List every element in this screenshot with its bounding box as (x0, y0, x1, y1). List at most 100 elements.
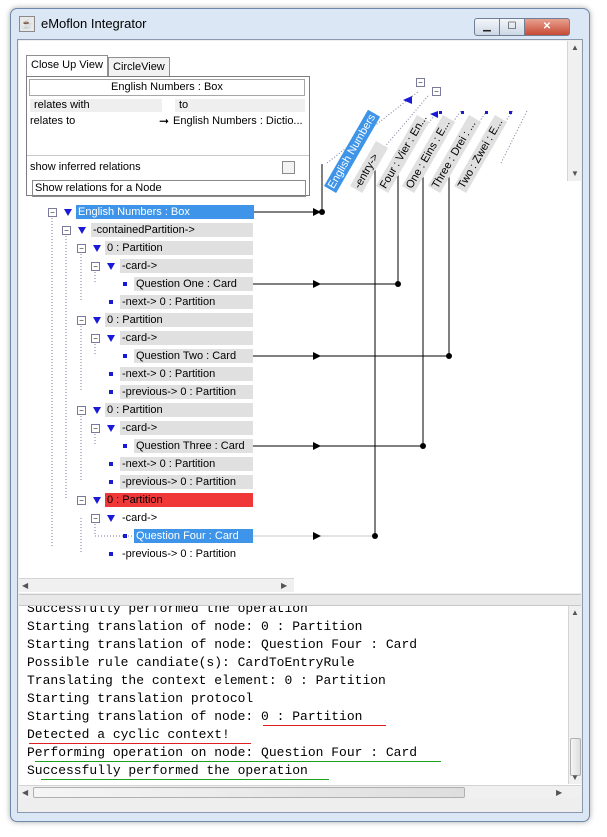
tree-node-reference[interactable]: -card-> (120, 331, 253, 345)
tree-node-reference[interactable]: -card-> (120, 259, 253, 273)
console-line: Possible rule candiate(s): CardToEntryRu… (27, 655, 355, 670)
tree-node-card[interactable]: Question Three : Card (134, 439, 253, 453)
column-relates-with[interactable]: relates with (30, 99, 162, 112)
tree-node-box[interactable]: English Numbers : Box (76, 205, 254, 219)
leaf-bullet-icon (109, 552, 113, 556)
console-horizontal-scrollbar[interactable]: ◀ ▶ (19, 785, 581, 798)
console-line: Successfully performed the operation (27, 763, 308, 778)
console-line: Starting translation protocol (27, 691, 254, 706)
tab-circle-view[interactable]: CircleView (108, 57, 170, 76)
collapse-toggle[interactable]: − (77, 316, 86, 325)
scroll-up-arrow-icon[interactable]: ▲ (571, 608, 579, 617)
java-icon: ☕ (19, 16, 35, 32)
tree-node-reference[interactable]: -card-> (120, 421, 253, 435)
leaf-bullet-icon (123, 282, 127, 286)
tree-horizontal-scrollbar[interactable]: ◀ ▶ (19, 578, 294, 592)
collapse-toggle[interactable]: − (91, 262, 100, 271)
collapse-toggle[interactable]: − (77, 406, 86, 415)
expanded-triangle-icon[interactable] (64, 209, 72, 216)
console-line: Successfully performed the operation (27, 606, 308, 616)
leaf-bullet-icon (109, 372, 113, 376)
collapse-toggle[interactable]: − (91, 424, 100, 433)
tree-node-reference[interactable]: -next-> 0 : Partition (120, 295, 253, 309)
close-button[interactable]: ✕ (524, 18, 570, 36)
tree-node-partition[interactable]: 0 : Partition (105, 403, 253, 417)
expanded-triangle-icon[interactable] (107, 335, 115, 342)
integrator-view: Close Up View CircleView English Numbers… (19, 41, 581, 593)
tree-node-partition[interactable]: 0 : Partition (105, 241, 253, 255)
collapse-toggle[interactable]: − (91, 334, 100, 343)
panel-divider (27, 155, 309, 156)
expanded-triangle-icon[interactable] (93, 245, 101, 252)
collapse-toggle[interactable]: − (48, 208, 57, 217)
leaf-bullet-icon (123, 444, 127, 448)
console-line: Starting translation of node: Question F… (27, 637, 418, 652)
expanded-triangle-icon[interactable] (107, 515, 115, 522)
collapse-toggle[interactable]: − (91, 514, 100, 523)
minimize-button[interactable]: ▁ (474, 18, 500, 36)
client-area: Close Up View CircleView English Numbers… (17, 39, 583, 813)
tree-node-reference[interactable]: -previous-> 0 : Partition (120, 547, 253, 561)
split-pane-divider[interactable] (19, 594, 581, 606)
console-scroll-thumb[interactable] (570, 738, 581, 776)
console-vertical-scrollbar[interactable]: ▲ ▼ (568, 606, 581, 784)
window-title: eMoflon Integrator (41, 16, 147, 31)
rotated-collapse-toggle[interactable]: − (432, 87, 441, 96)
success-underline (35, 761, 441, 762)
relation-arrow-icon: ➞ (159, 114, 170, 128)
show-relations-button[interactable]: Show relations for a Node (32, 180, 306, 197)
console-line: Translating the context element: 0 : Par… (27, 673, 386, 688)
expanded-triangle-icon[interactable] (93, 407, 101, 414)
expanded-triangle-icon[interactable] (93, 317, 101, 324)
tree-node-partition-error[interactable]: 0 : Partition (105, 493, 253, 507)
collapse-toggle[interactable]: − (62, 226, 71, 235)
leaf-bullet-icon (109, 390, 113, 394)
leaf-bullet-icon (123, 354, 127, 358)
expanded-triangle-icon[interactable] (93, 497, 101, 504)
expanded-triangle-icon[interactable] (107, 263, 115, 270)
relation-type-cell[interactable]: relates to (30, 115, 76, 127)
leaf-bullet-icon (109, 462, 113, 466)
relations-header: English Numbers : Box (29, 79, 305, 96)
tree-vertical-scrollbar[interactable]: ▲ ▼ (567, 41, 581, 181)
scroll-left-arrow-icon[interactable]: ◀ (22, 581, 29, 590)
tree-node-reference[interactable]: -next-> 0 : Partition (120, 457, 253, 471)
tree-node-reference[interactable]: -previous-> 0 : Partition (120, 475, 253, 489)
tree-node-reference[interactable]: -previous-> 0 : Partition (120, 385, 253, 399)
tree-node-reference[interactable]: -containedPartition-> (91, 223, 253, 237)
tree-node-card[interactable]: Question Two : Card (134, 349, 253, 363)
tab-close-up-view[interactable]: Close Up View (26, 55, 108, 76)
console-line: Starting translation of node: 0 : Partit… (27, 709, 363, 724)
relations-panel: English Numbers : Box relates with to re… (26, 76, 310, 197)
error-underline (263, 725, 386, 726)
maximize-button[interactable]: ☐ (499, 18, 525, 36)
console-line: Performing operation on node: Question F… (27, 745, 418, 760)
tree-node-reference[interactable]: -next-> 0 : Partition (120, 367, 253, 381)
tree-node-partition[interactable]: 0 : Partition (105, 313, 253, 327)
tree-node-card-selected[interactable]: Question Four : Card (134, 529, 253, 543)
scroll-left-arrow-icon[interactable]: ◀ (22, 788, 29, 797)
column-to[interactable]: to (175, 99, 305, 112)
expanded-triangle-icon[interactable] (78, 227, 86, 234)
scroll-up-arrow-icon[interactable]: ▲ (571, 43, 579, 52)
scroll-right-arrow-icon[interactable]: ▶ (281, 581, 288, 590)
rotated-collapse-toggle[interactable]: − (416, 78, 425, 87)
error-underline (29, 743, 251, 744)
relation-target-cell[interactable]: English Numbers : Dictio... (173, 115, 303, 127)
title-bar[interactable]: ☕ eMoflon Integrator ▁ ☐ ✕ (11, 9, 589, 39)
console-line: Starting translation of node: 0 : Partit… (27, 619, 363, 634)
app-window: ☕ eMoflon Integrator ▁ ☐ ✕ Close Up View… (10, 8, 590, 822)
scroll-down-arrow-icon[interactable]: ▼ (571, 169, 579, 178)
tree-node-reference[interactable]: -card-> (120, 511, 162, 525)
show-inferred-checkbox[interactable] (282, 161, 295, 174)
collapse-toggle[interactable]: − (77, 496, 86, 505)
scroll-down-arrow-icon[interactable]: ▼ (571, 773, 579, 782)
console-hscroll-thumb[interactable] (33, 787, 465, 798)
console-line: Detected a cyclic context! (27, 727, 230, 742)
tree-node-card[interactable]: Question One : Card (134, 277, 253, 291)
scroll-right-arrow-icon[interactable]: ▶ (556, 788, 563, 797)
console-output: Successfully performed the operation Sta… (19, 606, 581, 798)
collapse-toggle[interactable]: − (77, 244, 86, 253)
expanded-triangle-icon[interactable] (107, 425, 115, 432)
success-underline (41, 779, 329, 780)
